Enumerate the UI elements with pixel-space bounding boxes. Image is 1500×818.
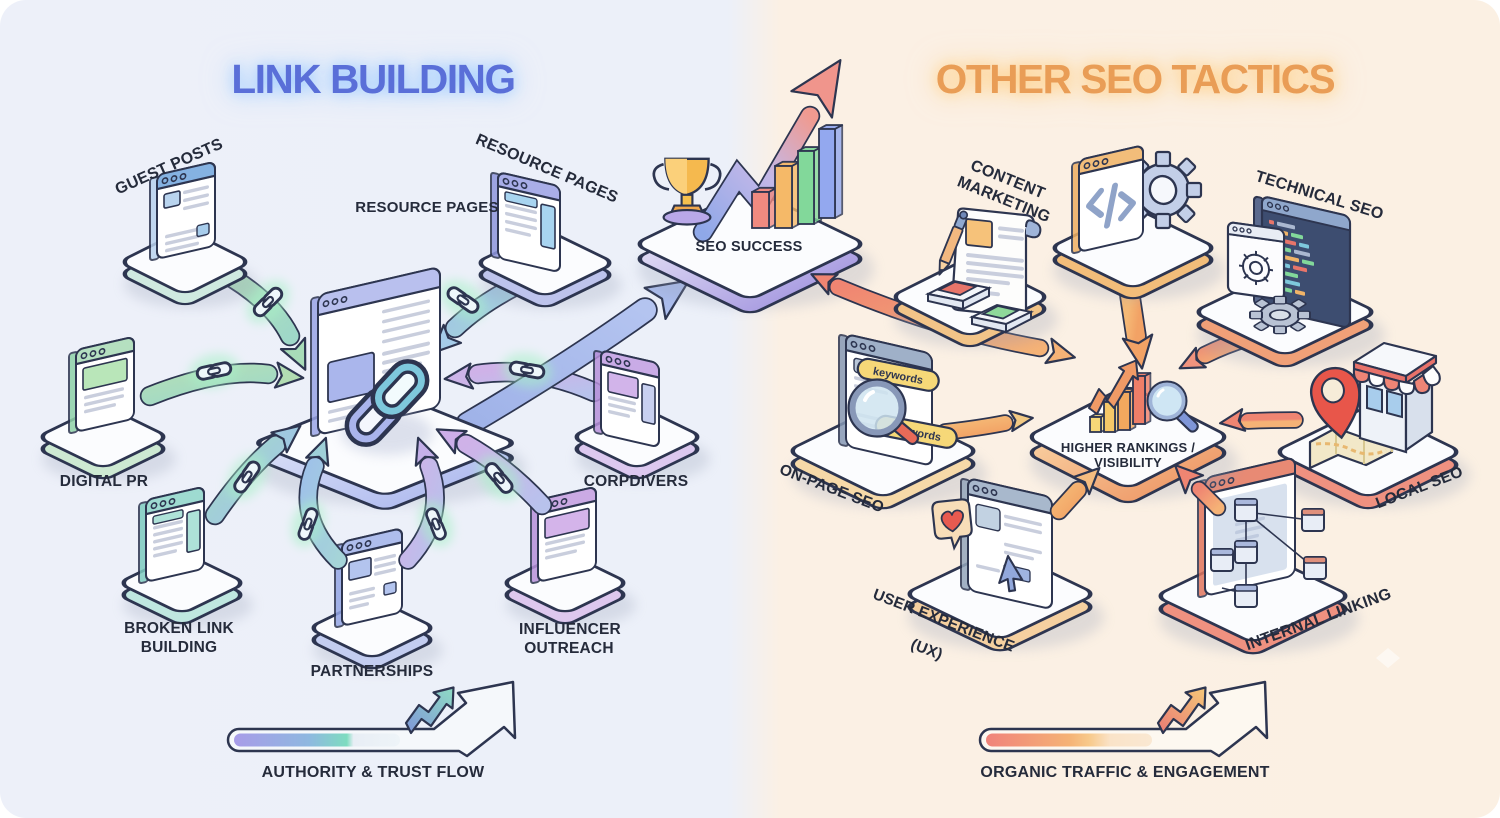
- svg-text:INFLUENCER: INFLUENCER: [519, 621, 621, 638]
- svg-text:RESOURCE PAGES: RESOURCE PAGES: [355, 199, 498, 216]
- svg-text:LINK BUILDING: LINK BUILDING: [231, 56, 514, 102]
- svg-text:CORPDIVERS: CORPDIVERS: [584, 473, 689, 490]
- svg-text:OUTREACH: OUTREACH: [524, 640, 613, 657]
- svg-text:SEO SUCCESS: SEO SUCCESS: [696, 239, 803, 255]
- svg-text:HIGHER RANKINGS /: HIGHER RANKINGS /: [1061, 440, 1195, 455]
- svg-text:BUILDING: BUILDING: [141, 639, 218, 656]
- svg-text:BROKEN LINK: BROKEN LINK: [124, 620, 234, 637]
- svg-text:VISIBILITY: VISIBILITY: [1094, 455, 1162, 470]
- svg-text:OTHER SEO TACTICS: OTHER SEO TACTICS: [936, 56, 1335, 102]
- svg-text:ORGANIC TRAFFIC & ENGAGEMENT: ORGANIC TRAFFIC & ENGAGEMENT: [980, 764, 1269, 781]
- svg-text:DIGITAL PR: DIGITAL PR: [60, 473, 148, 490]
- svg-text:PARTNERSHIPS: PARTNERSHIPS: [311, 663, 434, 680]
- svg-text:AUTHORITY & TRUST FLOW: AUTHORITY & TRUST FLOW: [262, 764, 485, 781]
